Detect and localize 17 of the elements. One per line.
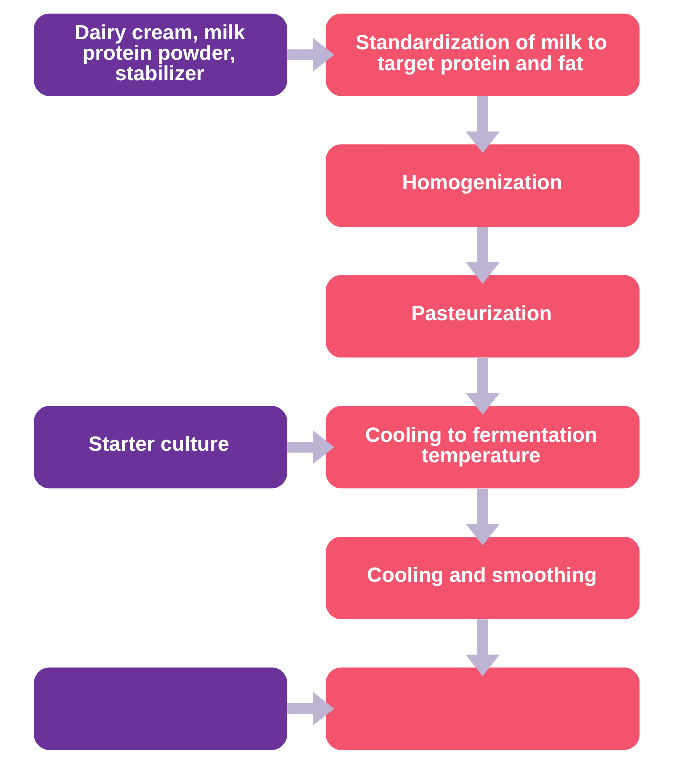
arrow <box>466 619 500 676</box>
node-box: Starter culture <box>34 406 287 488</box>
arrow <box>287 430 334 464</box>
arrow <box>466 358 500 414</box>
node-box: Dairy cream, milk protein powder, stabilizer <box>34 13 287 96</box>
arrow <box>466 96 500 153</box>
arrow <box>466 488 500 546</box>
node-box: Cooling and smoothing <box>326 536 640 619</box>
node-box: Pasteurization <box>326 274 640 358</box>
node-box: Cooling to fermentation temperature <box>326 406 640 488</box>
arrow <box>287 692 334 726</box>
node-box <box>34 667 287 750</box>
arrow <box>466 226 500 284</box>
node-box: Standardization of milk to target protein and fat <box>326 13 640 96</box>
node-box <box>326 667 640 750</box>
arrow <box>287 38 334 72</box>
node-box: Homogenization <box>326 144 640 226</box>
